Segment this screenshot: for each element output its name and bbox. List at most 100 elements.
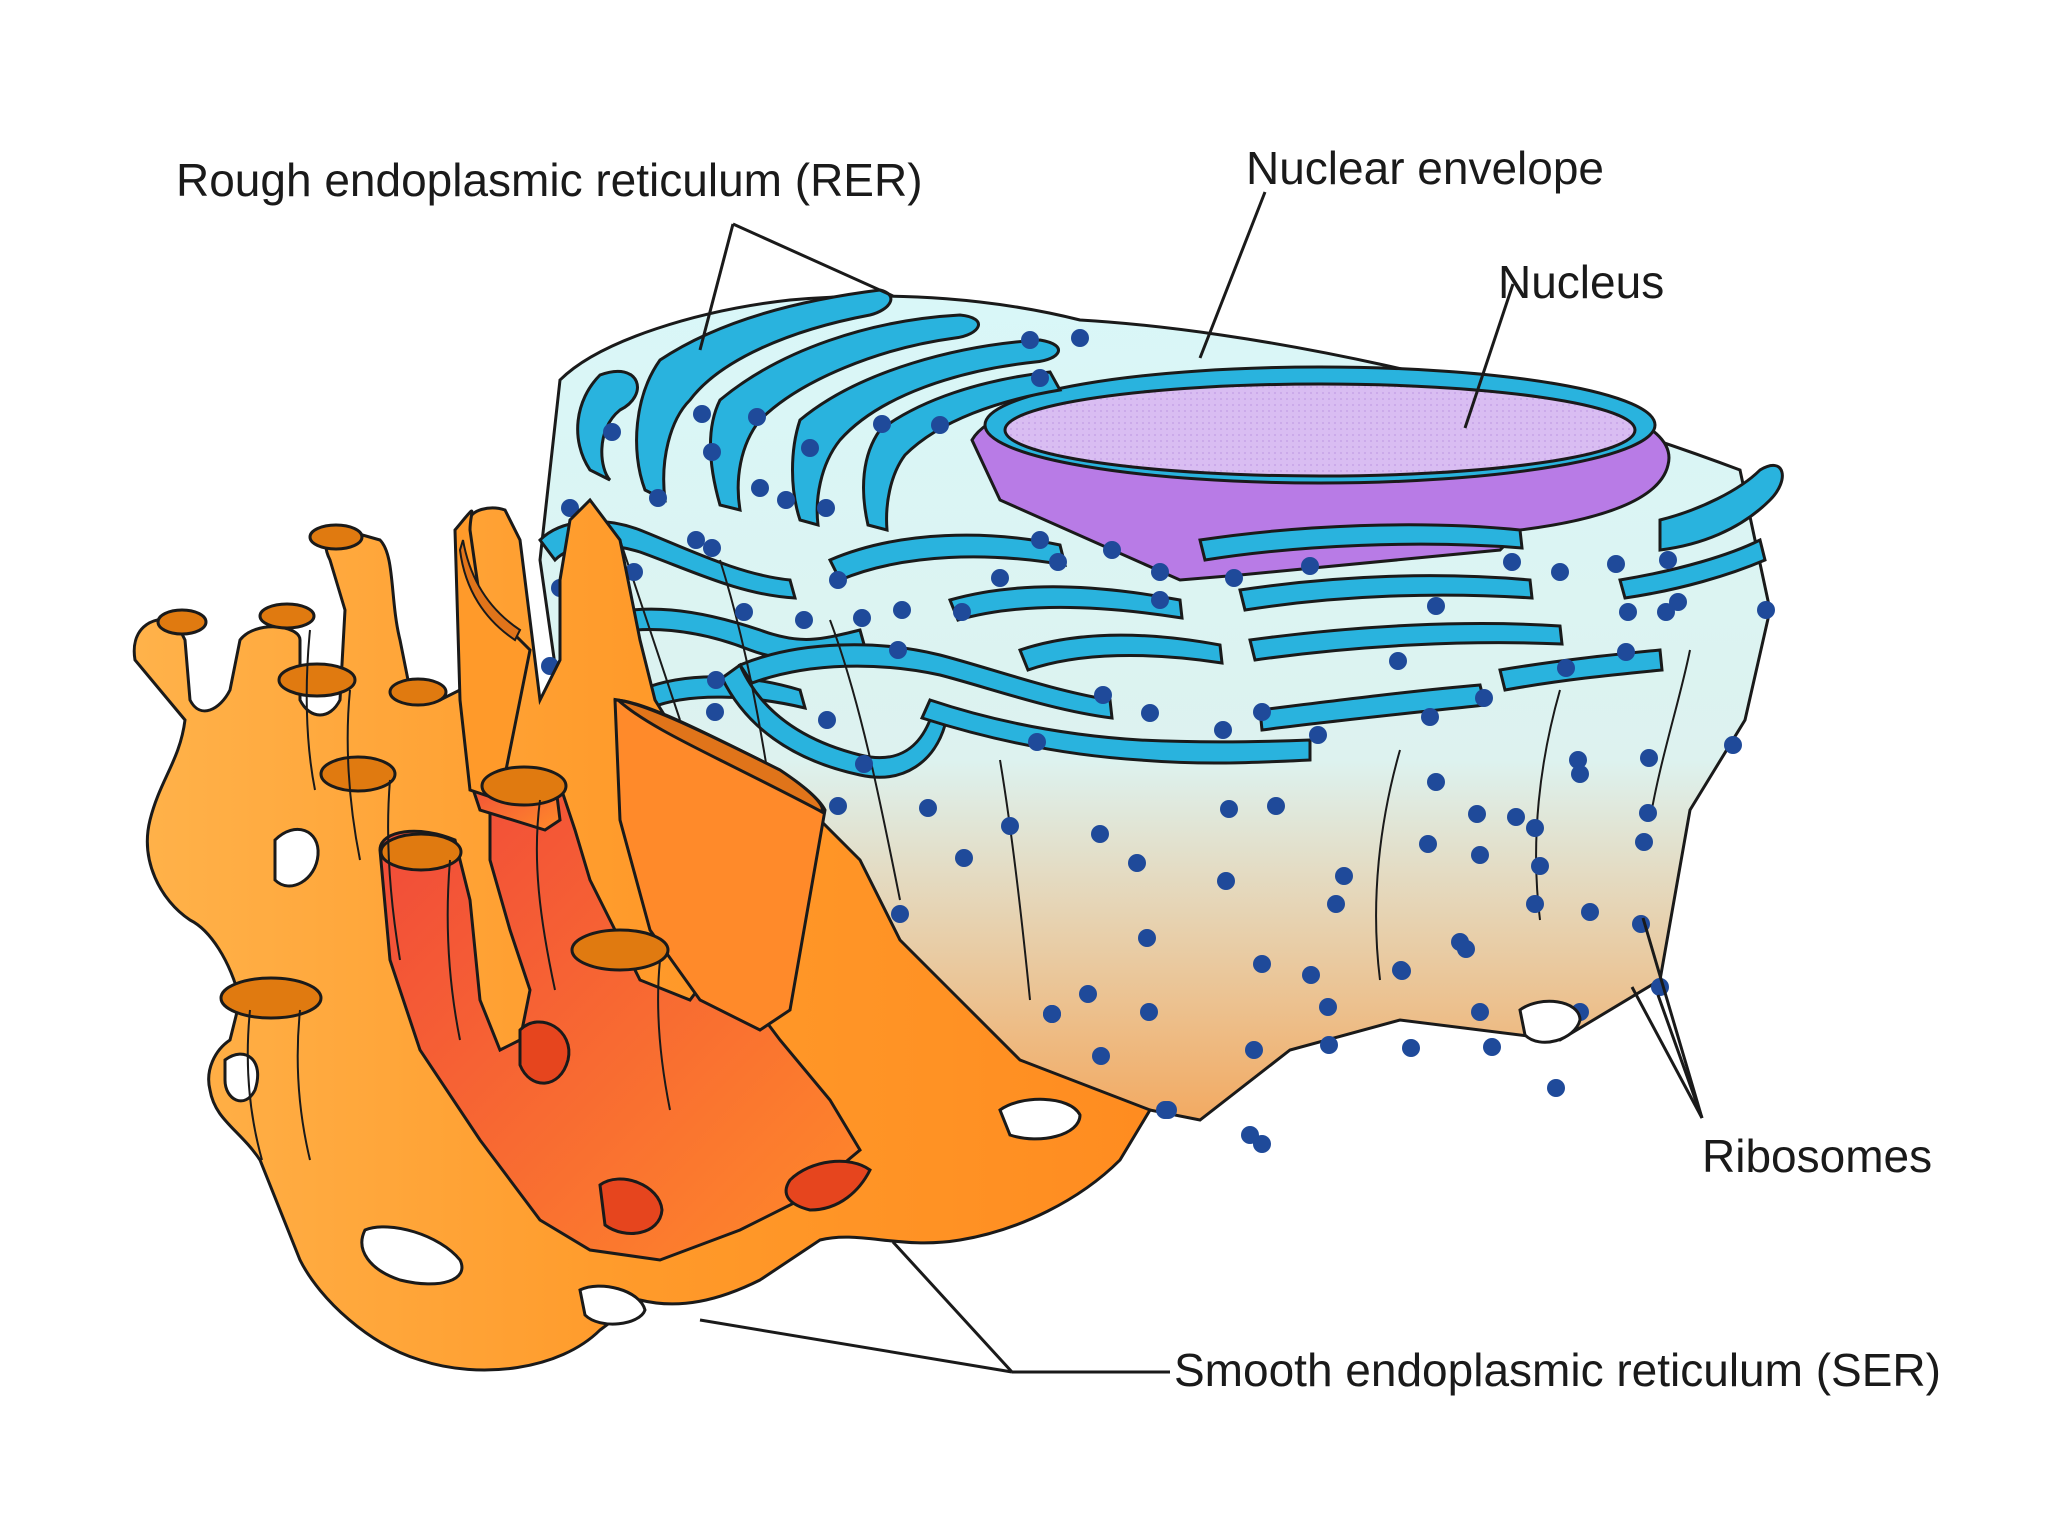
ribosome-dot xyxy=(1159,1101,1177,1119)
ribosome-dot xyxy=(1724,736,1742,754)
ribosome-dot xyxy=(1028,733,1046,751)
ribosome-dot xyxy=(1217,872,1235,890)
ribosome-dot xyxy=(1031,531,1049,549)
ribosome-dot xyxy=(991,569,1009,587)
ribosome-dot xyxy=(1657,603,1675,621)
ribosome-dot xyxy=(1635,833,1653,851)
ribosome-dot xyxy=(795,611,813,629)
ribosome-dot xyxy=(1049,553,1067,571)
ribosome-dot xyxy=(1659,551,1677,569)
ribosome-dot xyxy=(1757,601,1775,619)
ribosome-dot xyxy=(853,609,871,627)
ribosome-dot xyxy=(703,539,721,557)
ribosome-dot xyxy=(1001,817,1019,835)
ribosome-dot xyxy=(1253,955,1271,973)
ribosome-dot xyxy=(1526,895,1544,913)
ribosome-dot xyxy=(1639,804,1657,822)
ribosome-dot xyxy=(1138,929,1156,947)
ribosome-dot xyxy=(748,408,766,426)
ribosome-dot xyxy=(703,443,721,461)
ribosome-dot xyxy=(1245,1041,1263,1059)
ribosome-dot xyxy=(1531,857,1549,875)
ribosome-dot xyxy=(855,755,873,773)
ribosome-dot xyxy=(1419,835,1437,853)
ribosome-dot xyxy=(1071,329,1089,347)
ribosome-dot xyxy=(1471,846,1489,864)
ribosome-dot xyxy=(735,603,753,621)
ribosome-dot xyxy=(1551,563,1569,581)
ribosome-dot xyxy=(1253,703,1271,721)
ribosome-dot xyxy=(1471,1003,1489,1021)
ribosome-dot xyxy=(1392,961,1410,979)
ribosome-dot xyxy=(1402,1039,1420,1057)
ribosome-dot xyxy=(891,905,909,923)
ribosome-dot xyxy=(1483,1038,1501,1056)
ribosome-dot xyxy=(1319,998,1337,1016)
labels: Rough endoplasmic reticulum (RER) Nuclea… xyxy=(176,142,1941,1396)
ribosome-dot xyxy=(625,563,643,581)
ribosome-dot xyxy=(1103,541,1121,559)
ribosome-dot xyxy=(1140,1003,1158,1021)
ribosome-dot xyxy=(561,499,579,517)
ribosome-dot xyxy=(1327,895,1345,913)
ribosome-dot xyxy=(1309,726,1327,744)
ribosome-dot xyxy=(1253,1135,1271,1153)
ribosome-dot xyxy=(1619,603,1637,621)
ribosome-dot xyxy=(751,479,769,497)
ribosome-dot xyxy=(955,849,973,867)
ribosome-dot xyxy=(1079,985,1097,1003)
ribosome-dot xyxy=(1427,773,1445,791)
label-ribosomes: Ribosomes xyxy=(1702,1130,1932,1182)
label-rough-er: Rough endoplasmic reticulum (RER) xyxy=(176,154,923,206)
label-nuclear-envelope: Nuclear envelope xyxy=(1246,142,1604,194)
ribosome-dot xyxy=(1427,597,1445,615)
ribosome-dot xyxy=(693,405,711,423)
ribosome-dot xyxy=(818,711,836,729)
leader-lines xyxy=(698,191,1704,1374)
ribosome-dot xyxy=(1503,553,1521,571)
ribosome-dot xyxy=(873,415,891,433)
ribosome-dot xyxy=(687,531,705,549)
ribosome-dot xyxy=(1092,1047,1110,1065)
ribosome-dot xyxy=(1091,825,1109,843)
ribosome-dot xyxy=(1640,749,1658,767)
ribosome-dot xyxy=(1335,867,1353,885)
ribosome-dot xyxy=(1267,797,1285,815)
ribosome-dot xyxy=(1547,1079,1565,1097)
ribosome-dot xyxy=(801,439,819,457)
ribosome-dot xyxy=(931,416,949,434)
ribosome-dot xyxy=(1557,659,1575,677)
ribosome-dot xyxy=(953,603,971,621)
ribosome-dot xyxy=(1043,1005,1061,1023)
label-nucleus: Nucleus xyxy=(1498,256,1664,308)
ribosome-dot xyxy=(649,489,667,507)
ribosome-dot xyxy=(1569,751,1587,769)
ribosome-dot xyxy=(919,799,937,817)
ribosome-dot xyxy=(1475,689,1493,707)
ribosome-dot xyxy=(777,491,795,509)
ribosome-dot xyxy=(1225,569,1243,587)
ribosome-dot xyxy=(1151,563,1169,581)
ribosome-dot xyxy=(1581,903,1599,921)
ribosome-dot xyxy=(1141,704,1159,722)
ribosome-dot xyxy=(1571,765,1589,783)
ribosome-dot xyxy=(706,703,724,721)
ribosome-dot xyxy=(1094,686,1112,704)
ribosome-dot xyxy=(1389,652,1407,670)
ribosome-dot xyxy=(1021,331,1039,349)
ribosome-dot xyxy=(1507,808,1525,826)
ribosome-dot xyxy=(829,797,847,815)
ribosome-dot xyxy=(1302,966,1320,984)
ribosome-dot xyxy=(893,601,911,619)
smooth-er xyxy=(132,497,1582,1372)
ribosome-dot xyxy=(1526,819,1544,837)
ribosome-dot xyxy=(1669,593,1687,611)
ribosome-dot xyxy=(1607,555,1625,573)
ribosome-dot xyxy=(1468,805,1486,823)
ribosome-dot xyxy=(1457,940,1475,958)
ribosome-dot xyxy=(1031,369,1049,387)
ribosome-dot xyxy=(1220,800,1238,818)
ribosome-dot xyxy=(1421,708,1439,726)
ribosome-dot xyxy=(1617,643,1635,661)
